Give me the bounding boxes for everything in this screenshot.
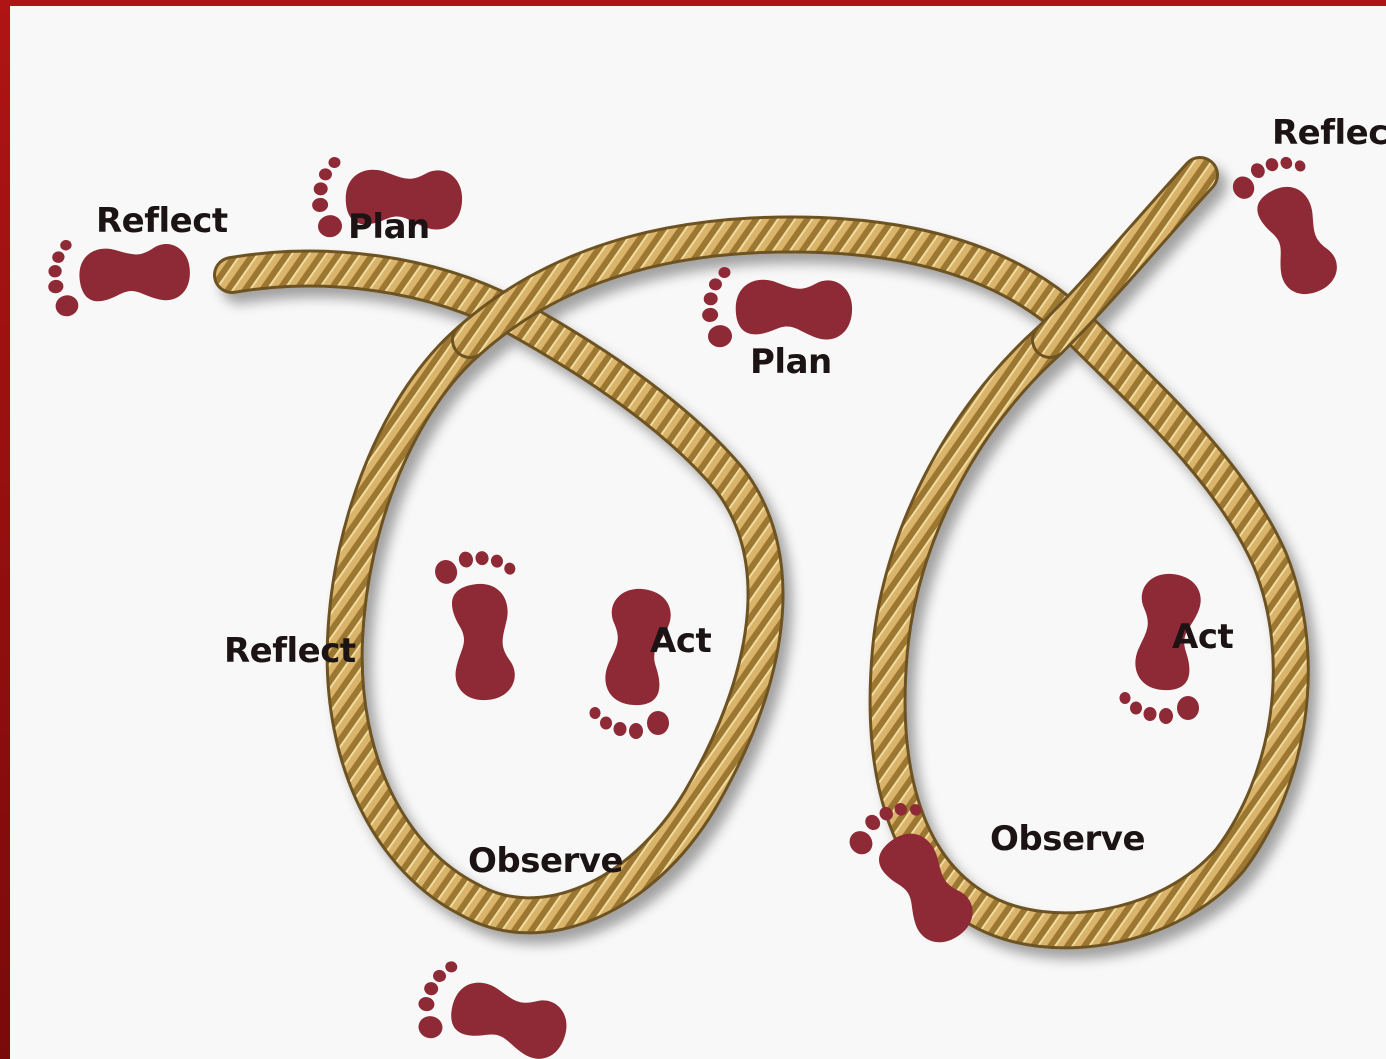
- label-reflect-loop: Reflect: [224, 631, 356, 671]
- footprint-icon: [590, 589, 671, 739]
- label-reflect-end: Reflect: [1272, 113, 1386, 153]
- footprint-icon: [1225, 142, 1363, 304]
- label-plan-second: Plan: [750, 342, 832, 382]
- footprint-icon: [413, 957, 575, 1059]
- label-act-second: Act: [1172, 617, 1233, 657]
- label-act-first: Act: [650, 621, 711, 661]
- footprint-icon: [698, 256, 855, 350]
- label-reflect-start: Reflect: [96, 201, 228, 241]
- label-observe-first: Observe: [468, 841, 623, 881]
- label-observe-second: Observe: [990, 819, 1145, 859]
- label-plan-first: Plan: [348, 207, 430, 247]
- footprint-icon: [430, 542, 541, 706]
